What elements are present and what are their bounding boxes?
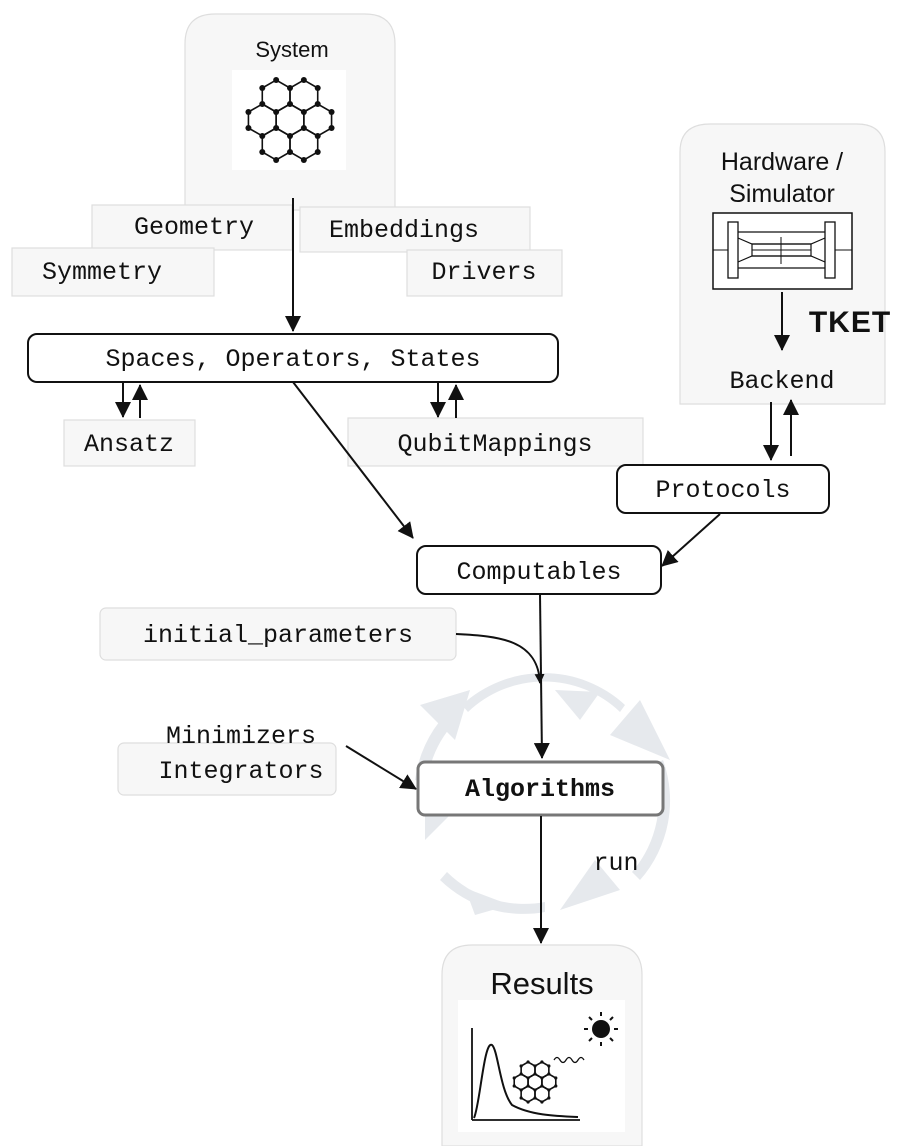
symmetry-label: Symmetry bbox=[42, 258, 162, 287]
protocols-to-computables-arrow bbox=[661, 513, 721, 567]
backend-label: Backend bbox=[729, 367, 834, 396]
protocols-box bbox=[616, 464, 830, 514]
lattice-atom bbox=[245, 125, 252, 131]
system-title: System bbox=[255, 37, 328, 62]
geometry-label: Geometry bbox=[134, 213, 254, 242]
lattice-atom bbox=[314, 85, 321, 91]
computables-label: Computables bbox=[456, 558, 621, 587]
lattice-atom bbox=[300, 157, 307, 163]
molecule-icon bbox=[512, 1060, 558, 1104]
graphene-lattice-icon bbox=[245, 77, 335, 163]
results-title: Results bbox=[490, 966, 593, 1001]
lattice-atom bbox=[519, 1064, 523, 1068]
lattice-atom bbox=[526, 1100, 530, 1104]
algorithms-box bbox=[416, 760, 665, 817]
lattice-atom bbox=[540, 1100, 544, 1104]
lattice-atom bbox=[273, 77, 280, 83]
lattice-atom bbox=[519, 1096, 523, 1100]
qubit-mappings-box bbox=[347, 417, 644, 467]
lattice-atom bbox=[540, 1060, 544, 1064]
initial-parameters-label: initial_parameters bbox=[143, 621, 413, 650]
optimizers-to-algorithms-arrow bbox=[345, 745, 417, 790]
lattice-atom bbox=[526, 1060, 530, 1064]
lattice-atom bbox=[314, 149, 321, 155]
tket-label: TKET bbox=[809, 306, 891, 339]
lattice-atom bbox=[512, 1076, 516, 1080]
geometry-box bbox=[91, 204, 293, 251]
lattice-atom bbox=[554, 1076, 558, 1080]
photon-wave-icon bbox=[553, 1056, 585, 1064]
computables-to-algorithms-arrow bbox=[533, 593, 550, 759]
hardware-title-line2: Simulator bbox=[729, 180, 835, 208]
lattice-atom bbox=[328, 109, 335, 115]
lattice-atom bbox=[245, 109, 252, 115]
ansatz-label: Ansatz bbox=[84, 430, 174, 459]
minimizers-label: Minimizers bbox=[166, 722, 316, 751]
algorithms-label: Algorithms bbox=[465, 775, 615, 804]
lattice-atom bbox=[547, 1096, 551, 1100]
lattice-atom bbox=[554, 1084, 558, 1088]
embeddings-box bbox=[299, 206, 531, 253]
sun-icon bbox=[584, 1012, 618, 1046]
ansatz-box bbox=[63, 419, 196, 467]
embeddings-label: Embeddings bbox=[329, 216, 479, 245]
computables-box bbox=[416, 545, 662, 595]
hardware-title-line1: Hardware / bbox=[721, 148, 843, 176]
spaces-operators-states-label: Spaces, Operators, States bbox=[105, 345, 480, 374]
lattice-atom bbox=[547, 1064, 551, 1068]
qubit-mappings-label: QubitMappings bbox=[397, 430, 592, 459]
initial-parameters-arrow bbox=[455, 633, 545, 684]
lattice-atom bbox=[259, 149, 266, 155]
drivers-box bbox=[406, 249, 563, 297]
lattice-atom bbox=[259, 85, 266, 91]
lattice-atom bbox=[512, 1084, 516, 1088]
lattice-atom bbox=[300, 77, 307, 83]
optimizers-box bbox=[117, 742, 337, 796]
drivers-label: Drivers bbox=[431, 258, 536, 287]
symmetry-box bbox=[11, 247, 215, 297]
ion-trap-icon bbox=[712, 212, 853, 290]
spectrum-plot-icon bbox=[471, 1028, 580, 1121]
spaces-to-computables-arrow bbox=[292, 381, 414, 539]
integrators-label: Integrators bbox=[158, 757, 323, 786]
lattice-atom bbox=[328, 125, 335, 131]
lattice-atom bbox=[273, 157, 280, 163]
run-label: run bbox=[593, 849, 638, 878]
protocols-label: Protocols bbox=[655, 476, 790, 505]
